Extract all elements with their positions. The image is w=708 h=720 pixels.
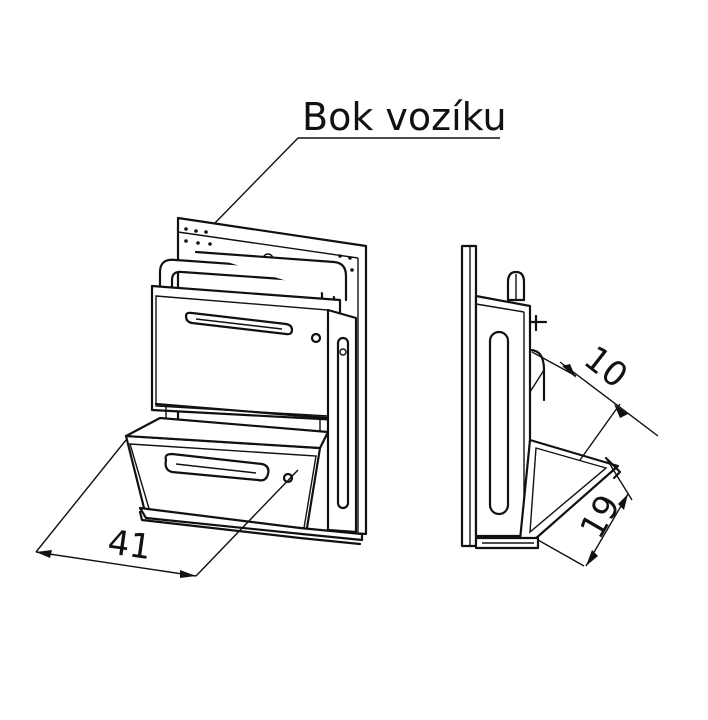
dimension-width-label: 41 xyxy=(105,522,153,568)
side-slot xyxy=(336,336,350,510)
callout-label: Bok vozíku xyxy=(302,95,507,139)
side-view xyxy=(460,244,622,550)
lower-bin-handle xyxy=(164,452,270,482)
base-plate xyxy=(138,506,364,542)
callout-leader xyxy=(213,137,299,225)
dimension-depth-top-label: 10 xyxy=(576,338,635,396)
mounting-holes xyxy=(184,227,354,272)
front-view xyxy=(124,216,368,546)
dimension-lines xyxy=(35,137,659,578)
wall-plate xyxy=(460,244,478,548)
upper-box xyxy=(150,284,342,422)
